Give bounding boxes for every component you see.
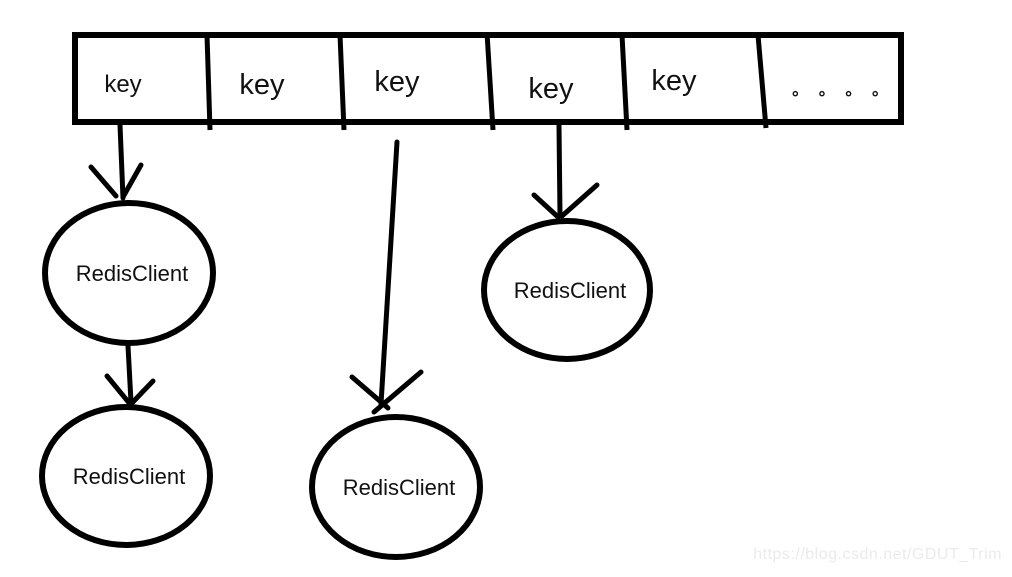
key-cell-label-3: key xyxy=(374,66,420,98)
node-ellipse xyxy=(481,218,653,362)
key-cell-label-4: key xyxy=(528,73,574,105)
key-cell-label-1: key xyxy=(104,71,141,98)
arrowhead-stroke xyxy=(128,378,156,407)
arrowhead-stroke xyxy=(531,192,561,220)
arrow-stem xyxy=(125,343,134,405)
key-cell-label-2: key xyxy=(239,69,285,101)
arrow-stem xyxy=(556,123,563,218)
arrow-key3-to-node3 xyxy=(349,139,424,415)
node-label: RedisClient xyxy=(73,464,186,489)
node-label: RedisClient xyxy=(343,475,456,500)
node-ellipse xyxy=(39,404,213,548)
ellipsis-cell-label: ∘∘∘∘ xyxy=(790,84,897,104)
arrow-node1-to-node2 xyxy=(104,343,156,407)
arrow-key1-to-node1 xyxy=(88,122,144,201)
table-divider xyxy=(619,34,630,131)
watermark: https://blog.csdn.net/GDUT_Trim xyxy=(753,546,1002,563)
key-cell-label-5: key xyxy=(651,65,697,97)
arrowhead-stroke xyxy=(104,373,133,407)
arrowhead-stroke xyxy=(120,162,144,200)
node-ellipse xyxy=(309,414,483,560)
key-table: key key key key key ∘∘∘∘ xyxy=(72,32,904,131)
table-divider xyxy=(204,34,213,131)
table-divider xyxy=(337,34,347,131)
arrowhead-stroke xyxy=(559,182,600,219)
redisclient-node-3: RedisClient xyxy=(309,414,483,560)
redisclient-node-4: RedisClient xyxy=(481,218,653,362)
node-label: RedisClient xyxy=(514,278,627,303)
node-label: RedisClient xyxy=(76,261,189,286)
node-ellipse xyxy=(42,200,216,346)
arrowhead-stroke xyxy=(371,369,424,415)
arrowhead-stroke xyxy=(88,164,119,199)
arrow-key4-to-node4 xyxy=(531,123,600,220)
redisclient-node-1: RedisClient xyxy=(42,200,216,346)
arrow-stem xyxy=(378,139,400,407)
table-divider xyxy=(484,32,496,131)
table-divider xyxy=(755,34,769,129)
redisclient-node-2: RedisClient xyxy=(39,404,213,548)
arrow-stem xyxy=(117,122,126,201)
